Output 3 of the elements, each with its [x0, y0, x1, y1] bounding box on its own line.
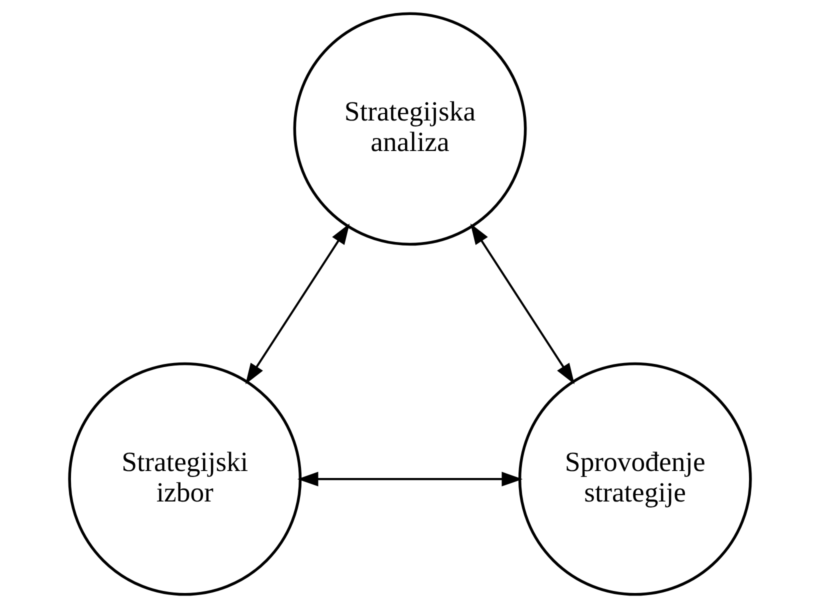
- arrow: [297, 472, 523, 486]
- arrow: [470, 224, 575, 384]
- arrow: [245, 224, 350, 384]
